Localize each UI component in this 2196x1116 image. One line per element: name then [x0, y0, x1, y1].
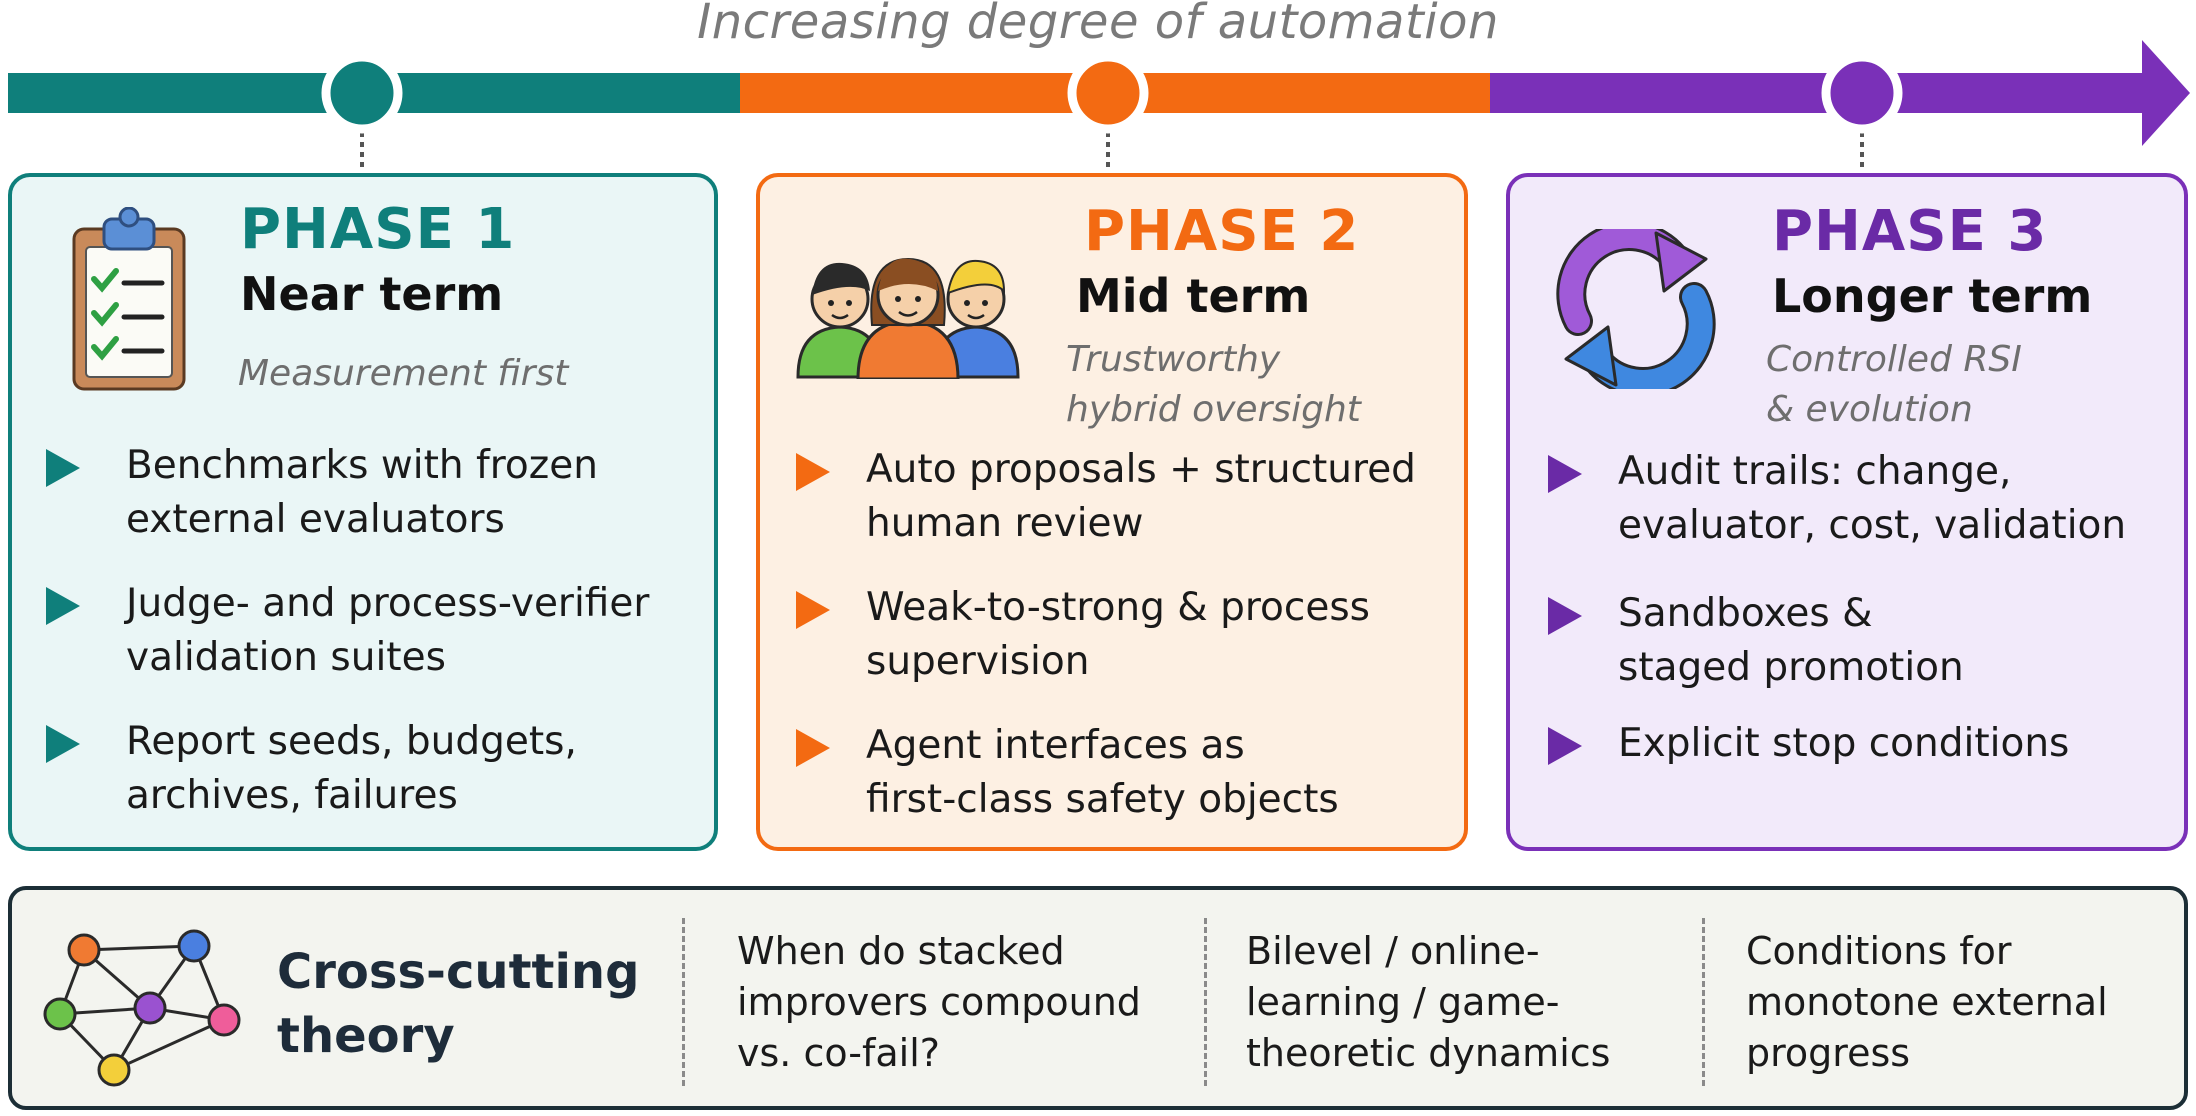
phase1-card: PHASE 1 Near term Measurement first Benc… — [8, 173, 718, 851]
phase2-subtitle-line: Trustworthy — [1066, 339, 1281, 380]
triangle-bullet-icon — [796, 453, 830, 491]
phase1-term: Near term — [240, 267, 504, 321]
phase1-marker — [321, 52, 403, 134]
theory-question-2: Bilevel / online- learning / game- theor… — [1246, 926, 1610, 1079]
cross-cutting-panel: Cross-cutting theory When do stacked imp… — [8, 886, 2188, 1110]
phase3-subtitle: Controlled RSI & evolution — [1766, 335, 2022, 435]
bullet-line: human review — [866, 501, 1144, 546]
bullet-line: Judge- and process-verifier — [126, 581, 650, 626]
phase2-term: Mid term — [1076, 269, 1311, 323]
phase1-title: PHASE 1 — [240, 197, 516, 262]
phase2-marker — [1067, 52, 1149, 134]
bullet-line: Benchmarks with frozen — [126, 443, 598, 488]
dashed-divider — [1204, 918, 1207, 1086]
phase1-subtitle-line: Measurement first — [238, 353, 569, 394]
dashed-divider — [682, 918, 685, 1086]
title-line: theory — [277, 1008, 455, 1064]
bullet-line: external evaluators — [126, 497, 505, 542]
text-line: learning / game- — [1246, 980, 1560, 1024]
list-item: Explicit stop conditions — [1548, 717, 2184, 771]
bullet-line: evaluator, cost, validation — [1618, 503, 2127, 548]
timeline-arrowhead — [2142, 40, 2190, 146]
text-line: vs. co-fail? — [737, 1031, 940, 1075]
bullet-line: supervision — [866, 639, 1090, 684]
automation-axis-label: Increasing degree of automation — [697, 0, 1499, 50]
bullet-line: Weak-to-strong & process — [866, 585, 1370, 630]
phase3-marker — [1821, 52, 1903, 134]
list-item: Judge- and process-verifier validation s… — [46, 577, 706, 685]
phase2-subtitle-line: hybrid oversight — [1066, 389, 1361, 430]
text-line: Conditions for — [1746, 929, 2012, 973]
triangle-bullet-icon — [46, 587, 80, 625]
list-item: Weak-to-strong & process supervision — [796, 581, 1456, 689]
bullet-line: Explicit stop conditions — [1618, 721, 2070, 766]
phase2-card: PHASE 2 Mid term Trustworthy hybrid over… — [756, 173, 1468, 851]
triangle-bullet-icon — [1548, 455, 1582, 493]
text-line: improvers compound — [737, 980, 1141, 1024]
list-item: Sandboxes & staged promotion — [1548, 587, 2184, 695]
triangle-bullet-icon — [46, 725, 80, 763]
bullet-line: Report seeds, budgets, — [126, 719, 577, 764]
theory-question-3: Conditions for monotone external progres… — [1746, 926, 2108, 1079]
phase3-title: PHASE 3 — [1772, 199, 2048, 264]
clipboard-checklist-icon — [72, 207, 186, 391]
list-item: Agent interfaces as first-class safety o… — [796, 719, 1456, 827]
list-item: Report seeds, budgets, archives, failure… — [46, 715, 706, 823]
bullet-line: staged promotion — [1618, 645, 1964, 690]
automation-timeline — [8, 40, 2190, 172]
bullet-line: Sandboxes & — [1618, 591, 1873, 636]
phase1-subtitle: Measurement first — [238, 349, 568, 399]
text-line: monotone external — [1746, 980, 2108, 1024]
phase3-subtitle-line: & evolution — [1766, 389, 1973, 430]
triangle-bullet-icon — [796, 729, 830, 767]
bullet-line: first-class safety objects — [866, 777, 1339, 822]
text-line: theoretic dynamics — [1246, 1031, 1611, 1075]
bullet-line: Agent interfaces as — [866, 723, 1245, 768]
triangle-bullet-icon — [1548, 597, 1582, 635]
bullet-line: Audit trails: change, — [1618, 449, 2012, 494]
timeline-segment-purple — [1490, 73, 2150, 113]
theory-question-1: When do stacked improvers compound vs. c… — [737, 926, 1141, 1079]
phase3-term: Longer term — [1772, 269, 2093, 323]
phase2-title: PHASE 2 — [1084, 199, 1360, 264]
bullet-line: Auto proposals + structured — [866, 447, 1416, 492]
bullet-line: validation suites — [126, 635, 446, 680]
triangle-bullet-icon — [1548, 727, 1582, 765]
network-graph-icon — [43, 929, 241, 1087]
cycle-arrows-icon — [1556, 229, 1716, 389]
phase3-card: PHASE 3 Longer term Controlled RSI & evo… — [1506, 173, 2188, 851]
triangle-bullet-icon — [796, 591, 830, 629]
title-line: Cross-cutting — [277, 944, 640, 1000]
text-line: When do stacked — [737, 929, 1065, 973]
bullet-line: archives, failures — [126, 773, 458, 818]
list-item: Auto proposals + structured human review — [796, 443, 1456, 551]
triangle-bullet-icon — [46, 449, 80, 487]
phase1-bullets: Benchmarks with frozen external evaluato… — [46, 439, 706, 823]
phase2-bullets: Auto proposals + structured human review… — [796, 443, 1456, 827]
list-item: Audit trails: change, evaluator, cost, v… — [1548, 445, 2184, 553]
dashed-divider — [1702, 918, 1705, 1086]
cross-cutting-title: Cross-cutting theory — [277, 940, 639, 1068]
phase3-bullets: Audit trails: change, evaluator, cost, v… — [1548, 445, 2184, 771]
people-group-icon — [796, 257, 1020, 379]
text-line: progress — [1746, 1031, 1911, 1075]
phase2-subtitle: Trustworthy hybrid oversight — [1066, 335, 1361, 435]
list-item: Benchmarks with frozen external evaluato… — [46, 439, 706, 547]
text-line: Bilevel / online- — [1246, 929, 1540, 973]
phase3-subtitle-line: Controlled RSI — [1766, 339, 2022, 380]
